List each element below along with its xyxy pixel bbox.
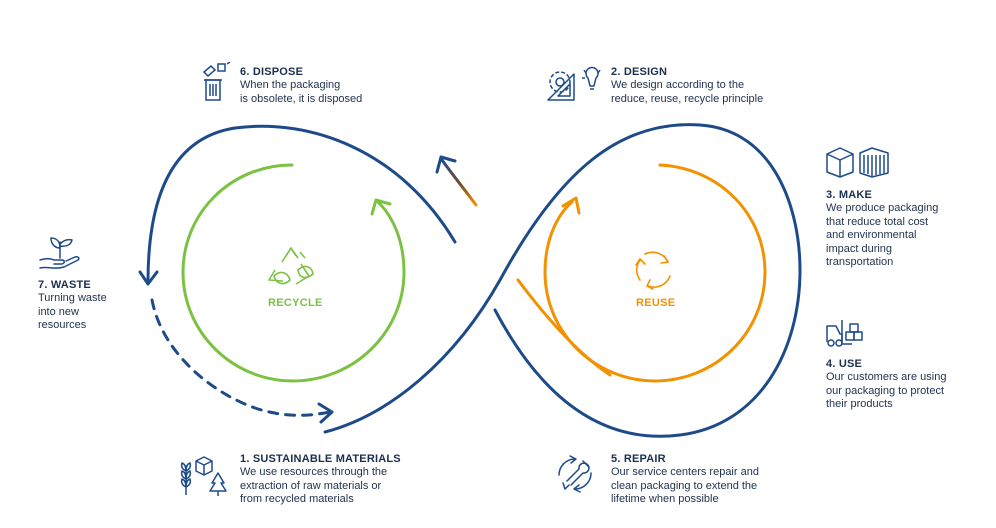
trash-bin-icon	[202, 62, 231, 101]
recycle-label: RECYCLE	[268, 297, 323, 309]
step-dispose-title: 6. DISPOSE	[240, 66, 304, 78]
step-use: 4. USE Our customers are using our packa…	[826, 358, 986, 412]
reuse-loop-arrowhead	[561, 196, 581, 215]
step-waste-desc: Turning waste into new resources	[38, 292, 107, 331]
step-use-title: 4. USE	[826, 358, 863, 370]
step-materials: 1. SUSTAINABLE MATERIALS We use resource…	[240, 453, 460, 507]
wrench-cycle-icon	[558, 455, 592, 493]
reuse-tail-path	[516, 278, 612, 377]
step-design-desc: We design according to the reduce, reuse…	[611, 79, 764, 105]
step-waste-title: 7. WASTE	[38, 279, 91, 291]
step-use-desc: Our customers are using our packaging to…	[826, 371, 947, 410]
infinity-cross-path	[323, 123, 802, 438]
step-design-title: 2. DESIGN	[611, 66, 668, 78]
step-make: 3. MAKE We produce packaging that reduce…	[826, 189, 986, 270]
recycle-loop-path	[181, 163, 406, 383]
transition-arrow-path	[440, 158, 478, 207]
step-design: 2. DESIGN We design according to the red…	[611, 66, 831, 106]
recycle-loop-arrowhead	[370, 198, 392, 216]
step-waste: 7. WASTE Turning waste into new resource…	[38, 279, 148, 333]
step-repair-title: 5. REPAIR	[611, 453, 666, 465]
reuse-arrows-icon	[635, 251, 671, 290]
step-make-title: 3. MAKE	[826, 189, 873, 201]
design-tools-icon	[547, 66, 601, 101]
forklift-icon	[826, 320, 863, 347]
step-repair: 5. REPAIR Our service centers repair and…	[611, 453, 831, 507]
wheat-tree-icon	[180, 456, 227, 496]
infinity-left-upper-path	[146, 124, 457, 284]
infinity-left-arrowhead	[138, 270, 159, 286]
infinity-dashed-path	[150, 298, 332, 417]
reuse-label: REUSE	[636, 297, 676, 309]
recycle-icon	[268, 247, 314, 285]
step-materials-title: 1. SUSTAINABLE MATERIALS	[240, 453, 401, 465]
step-repair-desc: Our service centers repair and clean pac…	[611, 466, 759, 505]
hand-sprout-icon	[39, 237, 80, 269]
crate-boxes-icon	[826, 147, 889, 178]
step-dispose: 6. DISPOSE When the packaging is obsolet…	[240, 66, 440, 106]
transition-arrowhead	[435, 155, 457, 174]
step-make-desc: We produce packaging that reduce total c…	[826, 202, 939, 268]
step-dispose-desc: When the packaging is obsolete, it is di…	[240, 79, 363, 105]
step-materials-desc: We use resources through the extraction …	[240, 466, 388, 505]
reuse-loop-path	[543, 163, 767, 383]
infinity-bottom-arrowhead	[317, 402, 334, 424]
